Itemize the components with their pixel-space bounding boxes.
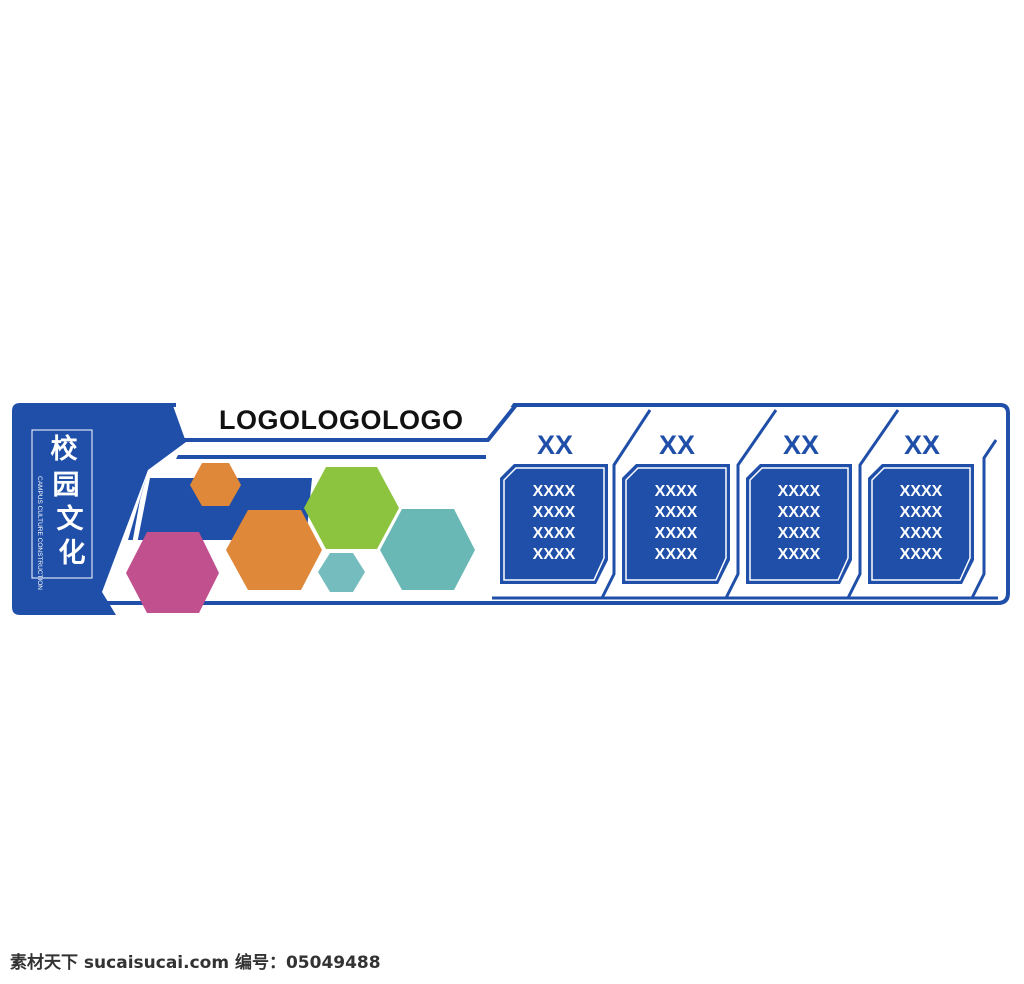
- info-card: XX XXXX XXXX XXXX XXXX: [500, 430, 608, 584]
- hexagon-teal-large: [380, 509, 475, 590]
- card-panel-inner: [625, 467, 727, 581]
- card-title: XX: [537, 430, 573, 460]
- card-line: XXXX: [900, 546, 943, 563]
- hexagon-green: [304, 467, 399, 549]
- vertical-title-char: 园: [53, 470, 80, 501]
- card-panel: [746, 464, 852, 584]
- board-top-step-line: [176, 403, 1000, 442]
- hexagon-magenta: [126, 532, 219, 613]
- card-line: XXXX: [533, 504, 576, 521]
- card-line: XXXX: [778, 546, 821, 563]
- card-panel-inner: [871, 467, 971, 581]
- card-line: XXXX: [655, 546, 698, 563]
- vertical-title-char: 文: [57, 503, 85, 535]
- card-dividers: [492, 403, 998, 600]
- info-card: XX XXXX XXXX XXXX XXXX: [868, 430, 974, 584]
- card-panel: [500, 464, 608, 584]
- card-title: XX: [659, 430, 695, 460]
- card-line: XXXX: [533, 546, 576, 563]
- watermark-text: 素材天下 sucaisucai.com 编号：05049488: [10, 952, 381, 973]
- vertical-subtitle: CAMPUS CULTURE CONSTRUCTION: [36, 476, 43, 590]
- card-line: XXXX: [900, 483, 943, 500]
- hexagon-teal-small: [318, 553, 365, 592]
- card-line: XXXX: [778, 483, 821, 500]
- hexagon-orange-large: [226, 510, 322, 590]
- card-title: XX: [904, 430, 940, 460]
- card-line: XXXX: [655, 483, 698, 500]
- blue-band-stripe: [176, 455, 486, 459]
- logo-text: LOGOLOGOLOGO: [219, 405, 464, 435]
- card-line: XXXX: [655, 504, 698, 521]
- card-line: XXXX: [900, 525, 943, 542]
- card-line: XXXX: [900, 504, 943, 521]
- card-title: XX: [783, 430, 819, 460]
- vertical-title-frame: [31, 429, 93, 579]
- info-card: XX XXXX XXXX XXXX XXXX: [622, 430, 730, 584]
- left-blue-panel: [12, 403, 186, 615]
- vertical-title-char: 化: [59, 538, 86, 569]
- card-panel: [868, 464, 974, 584]
- vertical-title-char: 校: [51, 433, 78, 465]
- card-panel-inner: [503, 467, 605, 581]
- card-panel: [622, 464, 730, 584]
- board-top-step: [176, 402, 514, 440]
- card-line: XXXX: [533, 483, 576, 500]
- card-line: XXXX: [655, 525, 698, 542]
- card-line: XXXX: [778, 525, 821, 542]
- card-line: XXXX: [778, 504, 821, 521]
- card-panel-inner: [749, 467, 849, 581]
- card-line: XXXX: [533, 525, 576, 542]
- hexagon-orange-small: [190, 463, 241, 506]
- info-card: XX XXXX XXXX XXXX XXXX: [746, 430, 852, 584]
